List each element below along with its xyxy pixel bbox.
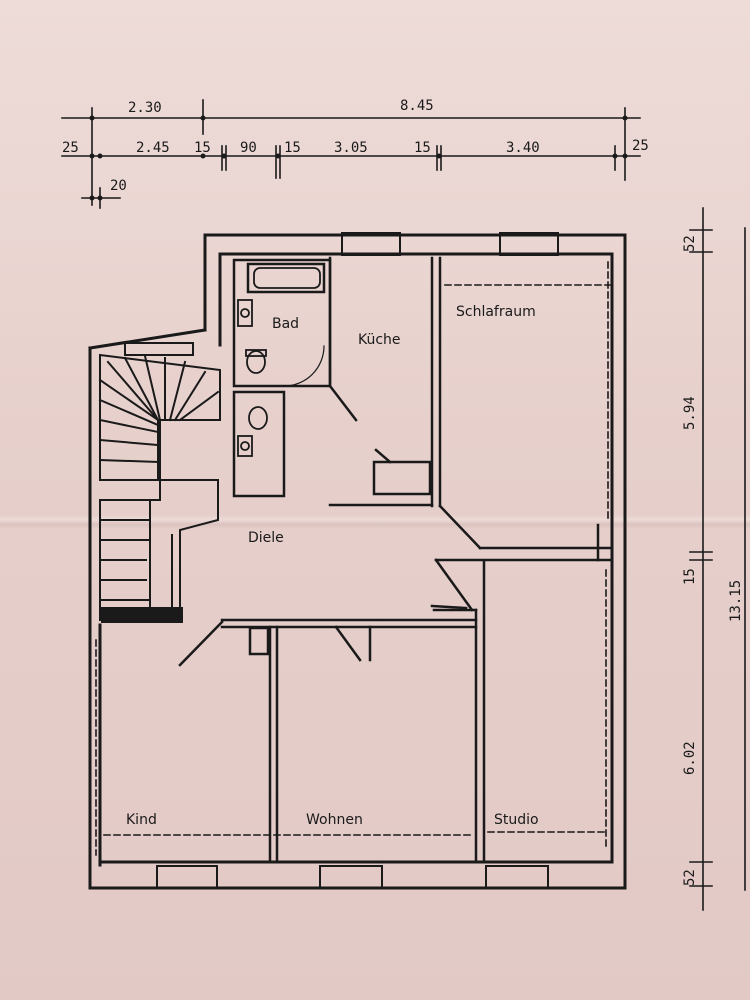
windows [124, 232, 559, 889]
dim-90: 90 [240, 140, 257, 156]
dashed-lines [95, 261, 611, 856]
dim-15-a: 15 [194, 140, 211, 156]
top-dimension-lines [61, 99, 641, 209]
dim-245: 2.45 [136, 140, 170, 156]
right-dimension-labels: 52 5.94 15 13.15 6.02 52 [682, 235, 744, 886]
room-label-wohnen: Wohnen [306, 812, 363, 828]
dim-230: 2.30 [128, 100, 162, 116]
room-label-kueche: Küche [358, 332, 401, 348]
dim-25-right: 25 [632, 138, 649, 154]
dim-52-bottom: 52 [682, 869, 698, 886]
right-dimension-lines [689, 207, 746, 911]
dim-15-c: 15 [414, 140, 431, 156]
dim-20: 20 [110, 178, 127, 194]
room-label-schlafraum: Schlafraum [456, 304, 536, 320]
staircase [98, 353, 221, 623]
dim-15: 15 [682, 568, 698, 585]
dim-594: 5.94 [682, 396, 698, 430]
dim-52-top: 52 [682, 235, 698, 252]
interior-walls [178, 256, 614, 864]
paper-fold [0, 515, 750, 529]
dim-845: 8.45 [400, 98, 434, 114]
dim-15-b: 15 [284, 140, 301, 156]
top-dimension-labels: 2.30 8.45 25 2.45 15 90 15 3.05 15 3.40 … [62, 98, 649, 194]
dim-305: 3.05 [334, 140, 368, 156]
room-label-studio: Studio [494, 812, 539, 828]
dim-340: 3.40 [506, 140, 540, 156]
room-label-bad: Bad [272, 316, 299, 332]
room-labels: Bad Küche Schlafraum Diele Kind Wohnen S… [126, 304, 539, 828]
dim-25-left: 25 [62, 140, 79, 156]
room-label-diele: Diele [248, 530, 284, 546]
room-label-kind: Kind [126, 812, 157, 828]
dim-1315: 13.15 [728, 580, 744, 622]
dim-602: 6.02 [682, 741, 698, 775]
sanitary-fixtures [237, 267, 325, 457]
